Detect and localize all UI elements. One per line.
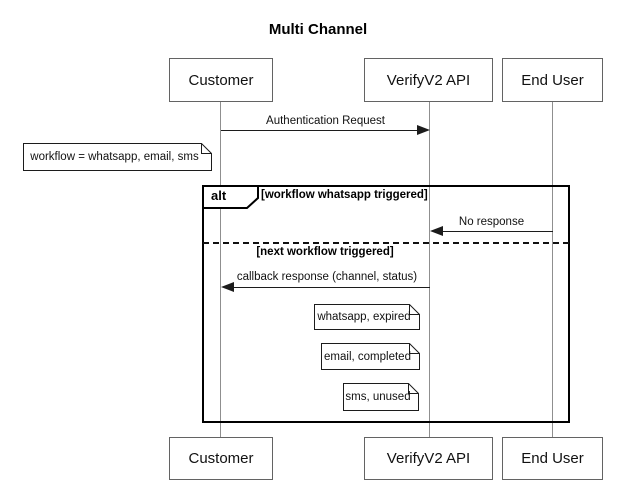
alt-divider — [203, 242, 569, 244]
alt-pentagon-shape — [202, 185, 259, 209]
alt-guard-next-workflow: [next workflow triggered] — [256, 246, 394, 258]
diagram-title: Multi Channel — [268, 21, 368, 38]
note-text: sms, unused — [345, 391, 411, 403]
alt-guard-whatsapp-triggered: [workflow whatsapp triggered] — [261, 189, 428, 201]
message-line-no-response — [441, 231, 553, 232]
participant-box-verifyv2-api-bottom: VerifyV2 API — [364, 437, 493, 480]
note-email-completed: email, completed — [321, 343, 420, 370]
message-label-authentication-request: Authentication Request — [266, 115, 385, 127]
arrowhead-left-icon — [221, 282, 234, 292]
note-text: workflow = whatsapp, email, sms — [30, 151, 199, 163]
arrowhead-right-icon — [417, 125, 430, 135]
participant-label: Customer — [188, 450, 254, 467]
lifeline-verifyv2-api — [429, 102, 430, 437]
message-line-callback-response — [232, 287, 430, 288]
participant-label: Customer — [188, 71, 254, 89]
participant-box-end-user-top: End User — [502, 58, 603, 102]
message-line-authentication-request — [221, 130, 418, 131]
participant-box-verifyv2-api-top: VerifyV2 API — [364, 58, 493, 102]
message-label-callback-response: callback response (channel, status) — [236, 271, 418, 283]
lifeline-customer — [220, 102, 221, 437]
participant-box-customer-bottom: Customer — [169, 437, 273, 480]
note-shape — [23, 143, 212, 171]
participant-label: VerifyV2 API — [386, 71, 471, 89]
arrowhead-left-icon — [430, 226, 443, 236]
note-shape — [314, 304, 420, 330]
note-text: whatsapp, expired — [317, 311, 411, 323]
note-sms-unused: sms, unused — [343, 383, 419, 411]
note-shape — [343, 383, 419, 411]
participant-label: End User — [521, 450, 584, 467]
lifeline-end-user — [552, 102, 553, 437]
alt-operator-badge: alt — [202, 185, 259, 209]
note-whatsapp-expired: whatsapp, expired — [314, 304, 420, 330]
note-shape — [321, 343, 420, 370]
note-workflow: workflow = whatsapp, email, sms — [23, 143, 212, 171]
participant-label: End User — [521, 71, 584, 89]
alt-fragment-frame — [202, 185, 570, 423]
participant-box-customer-top: Customer — [169, 58, 273, 102]
message-label-no-response: No response — [458, 216, 525, 228]
note-text: email, completed — [324, 350, 411, 363]
participant-label: VerifyV2 API — [386, 450, 471, 467]
alt-operator-label: alt — [211, 188, 227, 203]
participant-box-end-user-bottom: End User — [502, 437, 603, 480]
